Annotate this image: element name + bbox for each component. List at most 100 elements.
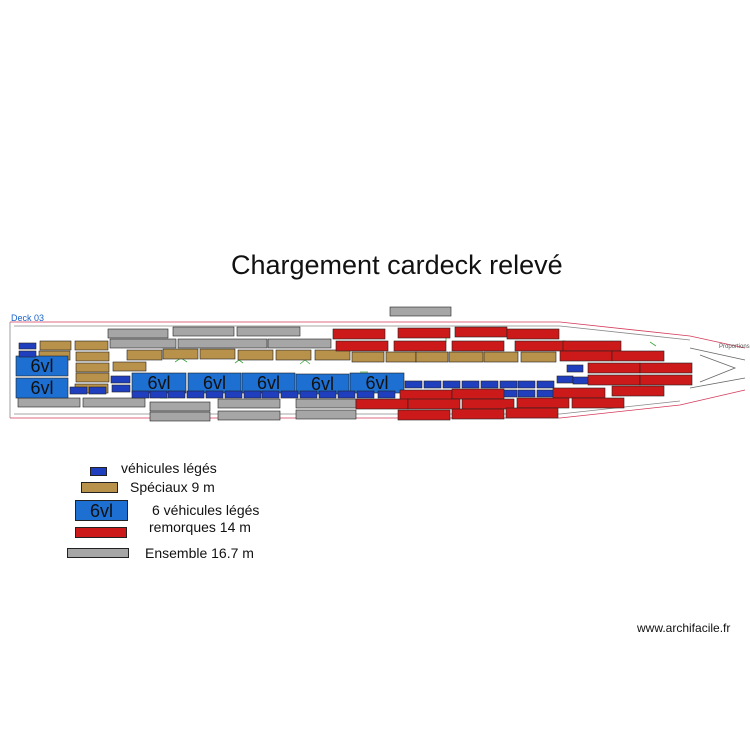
ensemble-vehicle (267, 338, 332, 349)
special-vehicle (126, 349, 163, 361)
vl-vehicle (149, 390, 168, 399)
vl-vehicle (18, 350, 37, 358)
vl-vehicle (110, 375, 131, 384)
special-vehicle (112, 361, 147, 372)
ensemble-vehicle (82, 397, 146, 408)
special-vehicle (199, 348, 236, 360)
trailer-vehicle (461, 398, 515, 410)
ensemble-vehicle (149, 401, 211, 412)
vl6-label: 6vl (147, 373, 170, 393)
trailer-vehicle (451, 388, 505, 400)
vl6-label: 6vl (203, 373, 226, 393)
vl-vehicle (18, 342, 37, 350)
trailer-vehicle (587, 362, 641, 374)
trailer-vehicle (587, 374, 641, 386)
legend-label-vl: véhicules légés (121, 460, 217, 476)
trailer-vehicle (335, 340, 389, 352)
vl-vehicle (480, 380, 499, 389)
legend-swatch-trailer (75, 527, 127, 538)
legend-swatch-vl6: 6vl (75, 500, 128, 521)
vl-vehicle (356, 390, 375, 399)
trailer-vehicle (454, 326, 508, 338)
trailer-vehicle (393, 340, 447, 352)
vl-vehicle (461, 380, 480, 389)
deck-label: Deck 03 (11, 313, 44, 323)
trailer-vehicle (552, 387, 606, 399)
ensemble-vehicle (109, 338, 177, 349)
trailer-vehicle (562, 340, 622, 352)
vl-vehicle (131, 390, 150, 399)
ensemble-vehicle (217, 398, 281, 409)
vl-vehicle (517, 389, 536, 398)
legend-label-trailer: remorques 14 m (149, 519, 251, 535)
trailer-vehicle (611, 350, 665, 362)
vl6-label: 6vl (30, 356, 53, 376)
trailer-vehicle (355, 398, 409, 410)
trailer-vehicle (571, 397, 625, 409)
ensemble-vehicle (389, 306, 452, 317)
legend-label-special: Spéciaux 9 m (130, 479, 215, 495)
trailer-vehicle (399, 389, 453, 401)
trailer-vehicle (516, 397, 570, 409)
legend-swatch-ensemble (67, 548, 129, 558)
bow-label: Proportions (719, 344, 750, 350)
trailer-vehicle (332, 328, 386, 340)
special-vehicle (385, 351, 417, 363)
trailer-vehicle (407, 398, 461, 410)
hull-top-line (10, 321, 746, 349)
vl6-label: 6vl (311, 374, 334, 394)
special-vehicle (74, 340, 109, 351)
special-vehicle (162, 348, 199, 360)
vl-vehicle (536, 380, 555, 389)
special-vehicle (237, 349, 274, 361)
bow-detail (689, 347, 746, 389)
vl6-label: 6vl (365, 373, 388, 393)
ensemble-vehicle (217, 410, 281, 421)
vl-vehicle (111, 384, 131, 393)
ensemble-vehicle (295, 409, 357, 420)
ensemble-vehicle (177, 338, 268, 349)
special-vehicle (75, 351, 110, 362)
legend-swatch-vl (90, 467, 107, 476)
special-vehicle (448, 351, 484, 363)
legend-label-vl6: 6 véhicules légés (152, 502, 260, 518)
ensemble-vehicle (295, 398, 357, 409)
trailer-vehicle (611, 385, 665, 397)
vl-vehicle (224, 390, 243, 399)
trailer-vehicle (639, 362, 693, 374)
vl-vehicle (499, 380, 518, 389)
vl-vehicle (566, 364, 584, 373)
vl-vehicle (377, 390, 396, 399)
vl-vehicle (318, 390, 337, 399)
vl6-vehicle (349, 372, 405, 394)
vl-vehicle (186, 390, 205, 399)
ensemble-vehicle (107, 328, 169, 339)
vl-vehicle (442, 380, 461, 389)
plan-title: Chargement cardeck relevé (231, 250, 563, 280)
vl-vehicle (337, 390, 356, 399)
special-vehicle (314, 349, 351, 361)
vl-vehicle (404, 380, 423, 389)
special-vehicle (75, 372, 110, 383)
special-vehicle (75, 362, 110, 373)
vl-vehicle (299, 390, 318, 399)
vl-vehicle (517, 380, 536, 389)
vl-vehicle (423, 380, 442, 389)
trailer-vehicle (505, 407, 559, 419)
trailer-vehicle (451, 408, 505, 420)
trailer-vehicle (514, 340, 566, 352)
hull-bottom-line (10, 389, 746, 419)
vl-vehicle (205, 390, 224, 399)
vl6-vehicle (15, 355, 69, 377)
legend-swatch-special (81, 482, 118, 493)
trailer-vehicle (397, 409, 451, 421)
special-vehicle (415, 351, 449, 363)
ensemble-vehicle (149, 411, 211, 422)
legend-label-ensemble: Ensemble 16.7 m (145, 545, 254, 561)
trailer-vehicle (451, 340, 505, 352)
watermark: www.archifacile.fr (637, 621, 731, 635)
vl6-vehicle (15, 377, 69, 399)
vl-vehicle (572, 376, 590, 385)
ensemble-vehicle (172, 326, 235, 337)
